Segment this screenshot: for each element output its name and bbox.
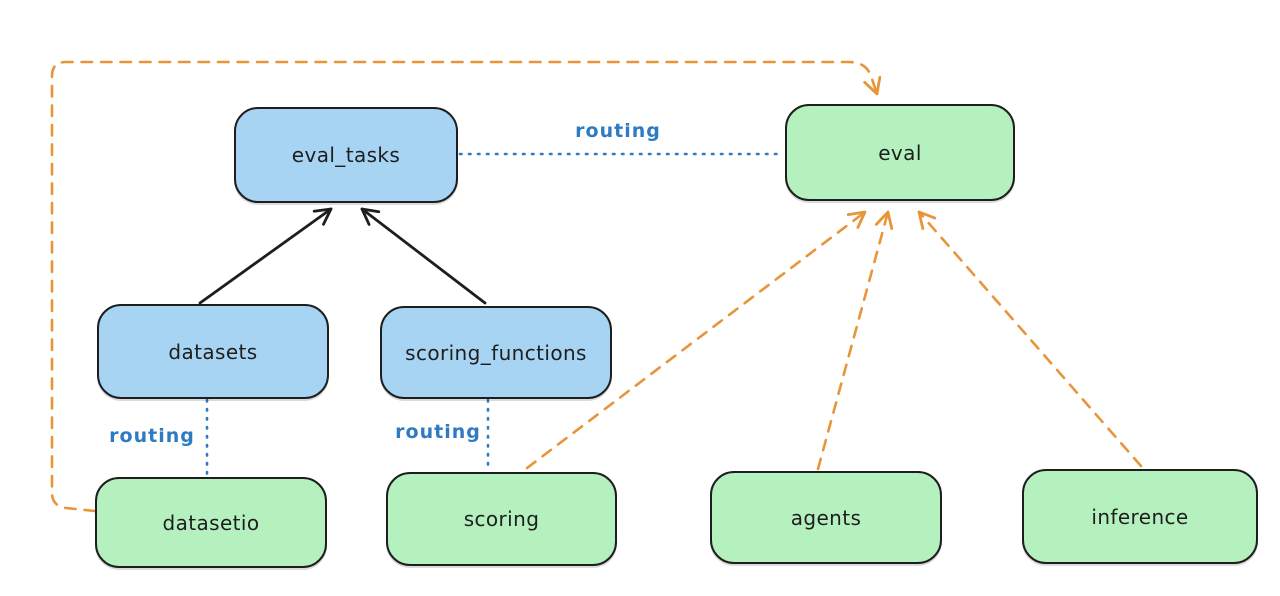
node-datasetio: datasetio [95, 477, 327, 568]
routing-label-eval-tasks-eval: routing [575, 120, 661, 142]
node-eval: eval [785, 104, 1015, 201]
node-datasetio-label: datasetio [162, 510, 260, 535]
node-eval-tasks: eval_tasks [234, 107, 458, 203]
node-datasets-label: datasets [168, 339, 258, 364]
node-eval-label: eval [878, 140, 922, 165]
node-inference-label: inference [1091, 504, 1189, 529]
node-datasets: datasets [97, 304, 329, 399]
edge-scoring-functions-to-eval-tasks [360, 207, 487, 305]
node-scoring-functions: scoring_functions [380, 306, 612, 399]
node-eval-tasks-label: eval_tasks [291, 143, 401, 167]
node-inference: inference [1022, 469, 1258, 564]
node-scoring: scoring [386, 472, 617, 566]
node-scoring-label: scoring [463, 507, 540, 531]
edge-agents-to-eval [816, 210, 894, 471]
edge-scoring-to-eval [525, 210, 867, 470]
edge-inference-to-eval [917, 210, 1143, 468]
node-agents-label: agents [790, 505, 862, 530]
node-agents: agents [710, 471, 942, 564]
routing-label-datasets-datasetio: routing [109, 425, 195, 447]
edge-datasets-to-eval-tasks [198, 207, 333, 305]
routing-label-scoring-functions-scoring: routing [395, 421, 481, 443]
node-scoring-functions-label: scoring_functions [405, 340, 587, 365]
edge-datasetio-to-eval [50, 60, 882, 513]
